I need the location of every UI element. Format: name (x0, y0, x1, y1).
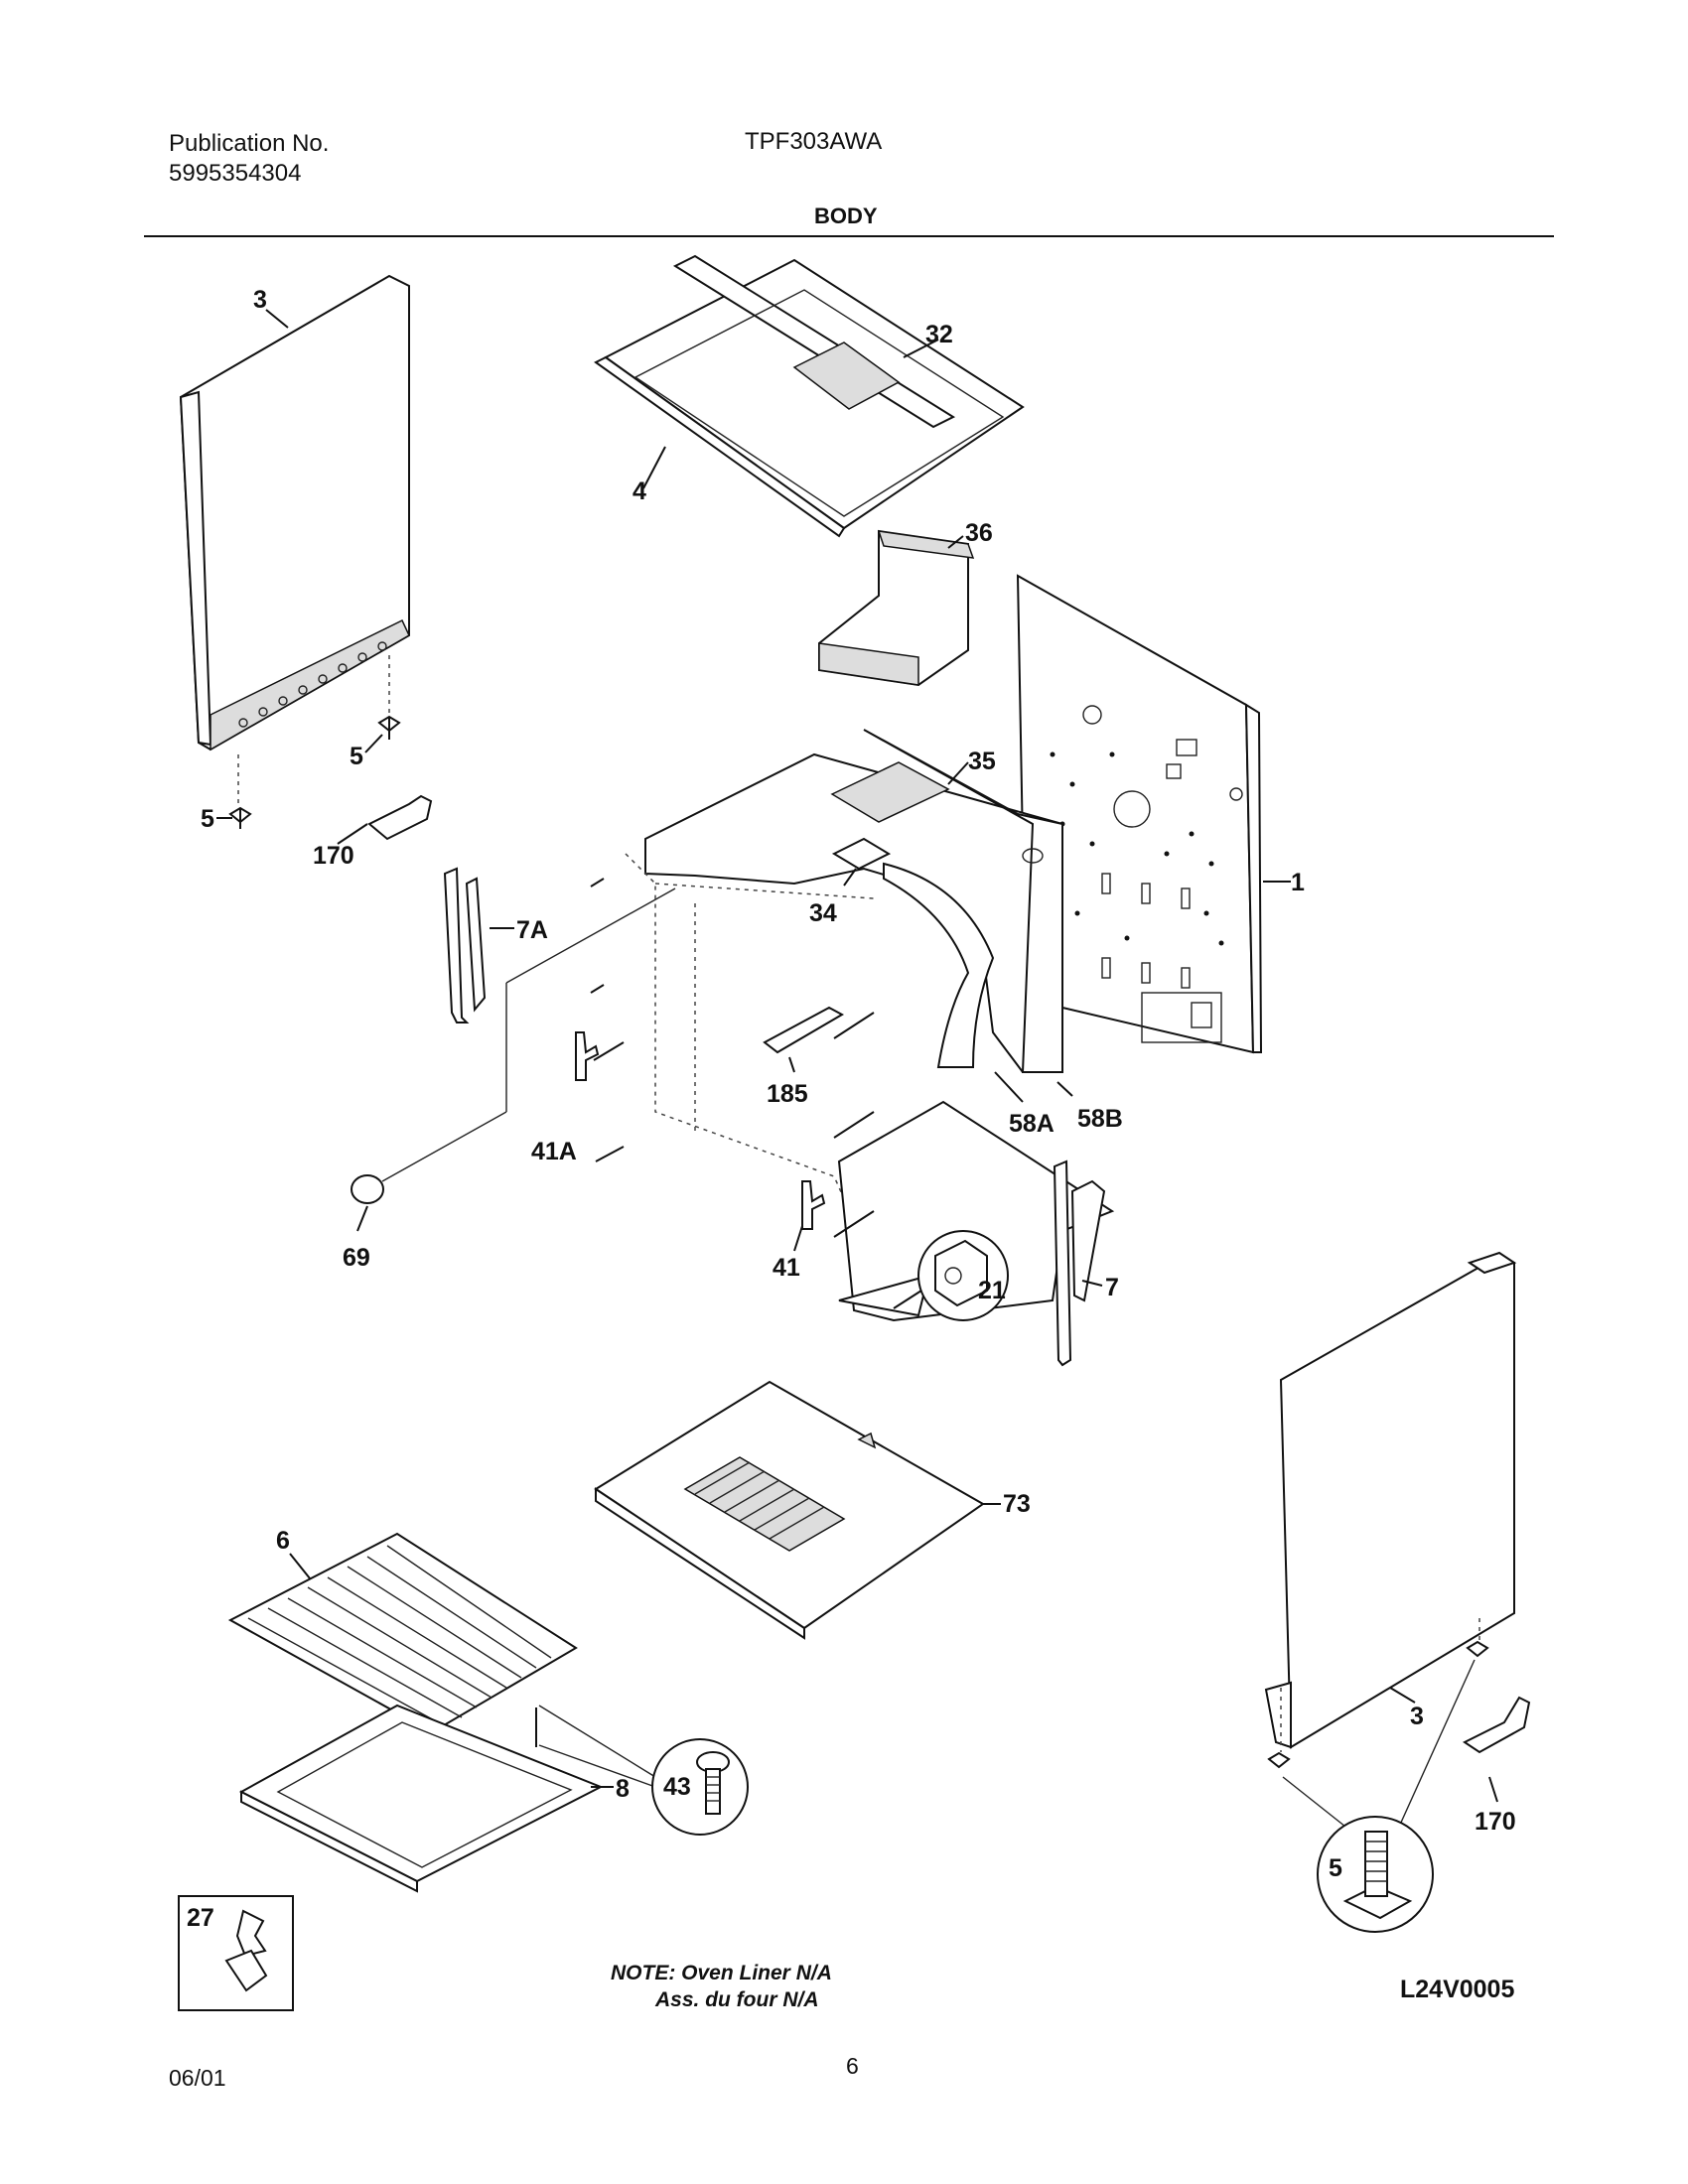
callout-7: 7 (1105, 1274, 1119, 1301)
callout-7a: 7A (516, 916, 548, 944)
vent-185 (763, 1006, 845, 1054)
callout-27: 27 (187, 1904, 214, 1932)
callout-3: 3 (1410, 1703, 1424, 1730)
publication-label: Publication No. (169, 130, 330, 157)
detail-5 (1317, 1816, 1434, 1933)
callout-5: 5 (1329, 1854, 1342, 1882)
callout-32: 32 (925, 321, 953, 348)
side-panel-left (179, 274, 410, 804)
note-line-1: NOTE: Oven Liner N/A (611, 1962, 832, 1984)
broiler-pan-8 (238, 1704, 604, 1893)
callout-170: 170 (313, 842, 354, 870)
detail-43 (651, 1738, 749, 1836)
bracket-170-right (1463, 1696, 1531, 1754)
cap-69 (351, 1174, 384, 1204)
callout-6: 6 (276, 1527, 290, 1555)
detail-box-27 (178, 1895, 294, 2011)
footer-date: 06/01 (169, 2065, 226, 2091)
screw-icon (1267, 1751, 1291, 1769)
bracket-170-left (367, 794, 433, 841)
callout-3: 3 (253, 286, 267, 314)
drawing-code: L24V0005 (1400, 1976, 1515, 2003)
header-rule (144, 235, 1554, 237)
callout-185: 185 (767, 1080, 808, 1108)
callout-73: 73 (1003, 1490, 1031, 1518)
front-frame (644, 729, 1064, 1073)
bracket-41a (575, 1031, 600, 1081)
callout-35: 35 (968, 748, 996, 775)
note-line-2: Ass. du four N/A (655, 1988, 819, 2011)
top-frame (594, 254, 1025, 538)
detail-21 (917, 1230, 1009, 1321)
callout-4: 4 (633, 478, 646, 505)
callout-5: 5 (201, 805, 214, 833)
model-number: TPF303AWA (745, 128, 883, 155)
callout-41a: 41A (531, 1138, 577, 1165)
callout-170: 170 (1475, 1808, 1516, 1836)
callout-43: 43 (663, 1773, 691, 1801)
oven-rack-6 (227, 1532, 578, 1734)
screw-icon (228, 715, 401, 829)
bottom-plate-73 (594, 1380, 985, 1640)
page-number: 6 (846, 2053, 859, 2079)
bracket-41 (801, 1180, 826, 1230)
publication-number: 5995354304 (169, 160, 302, 187)
callout-36: 36 (965, 519, 993, 547)
callout-34: 34 (809, 899, 837, 927)
callout-5: 5 (350, 743, 363, 770)
callout-8: 8 (616, 1775, 630, 1803)
rack-support-7a (443, 867, 487, 1024)
callout-21: 21 (978, 1277, 1006, 1304)
callout-58b: 58B (1077, 1105, 1123, 1133)
callout-58a: 58A (1009, 1110, 1055, 1138)
callout-1: 1 (1291, 869, 1305, 896)
section-title: BODY (814, 204, 878, 228)
callout-41: 41 (773, 1254, 800, 1282)
side-panel-right (1264, 1251, 1517, 1749)
duct-36 (818, 529, 975, 687)
rack-support-7 (1053, 1160, 1106, 1367)
callout-69: 69 (343, 1244, 370, 1272)
cavity-screw-icons (590, 878, 875, 1238)
screw-icon (1466, 1640, 1489, 1658)
